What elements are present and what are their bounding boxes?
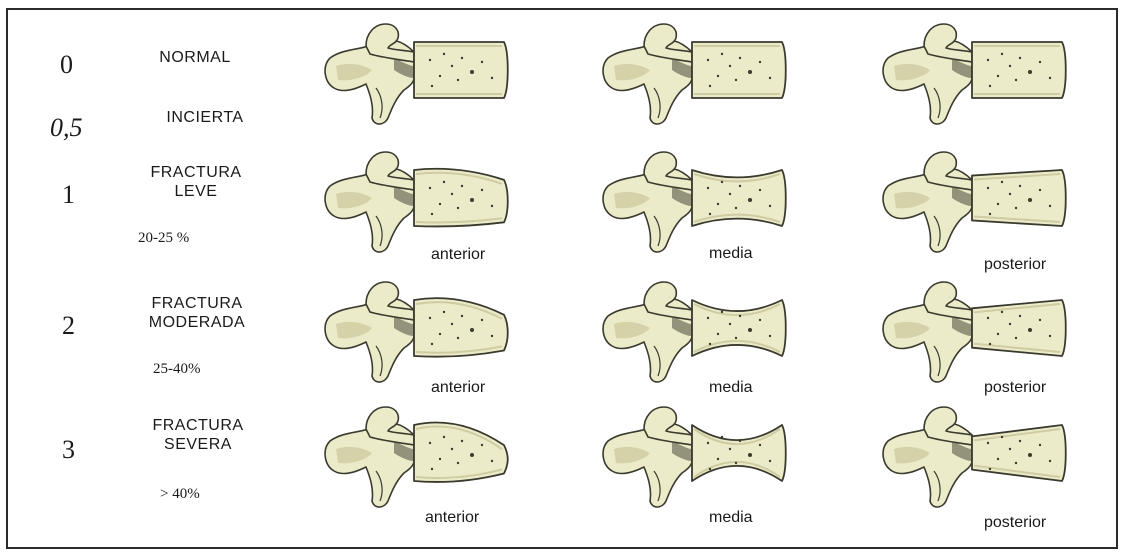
percent-severa: > 40% [160, 486, 200, 503]
position-label-posterior: posterior [984, 256, 1046, 274]
percent-leve: 20-25 % [138, 230, 189, 247]
position-label-media: media [709, 509, 753, 527]
grade-0-5: 0,5 [50, 115, 83, 141]
label-line: SEVERA [134, 435, 262, 454]
label-normal: NORMAL [140, 48, 250, 67]
vertebra-leve-posterior [880, 150, 1070, 260]
label-fractura-severa: FRACTURA SEVERA [134, 416, 262, 454]
vertebra-moderada-anterior [322, 280, 512, 390]
position-label-posterior: posterior [984, 379, 1046, 397]
vertebra-leve-media [600, 150, 790, 260]
vertebra-severa-posterior [880, 405, 1070, 515]
label-line: FRACTURA [128, 294, 266, 313]
label-fractura-leve: FRACTURA LEVE [132, 163, 260, 201]
vertebra-moderada-media [600, 280, 790, 390]
vertebra-severa-anterior [322, 405, 512, 515]
label-line: FRACTURA [132, 163, 260, 182]
position-label-media: media [709, 245, 753, 263]
percent-moderada: 25-40% [153, 361, 201, 378]
label-fractura-moderada: FRACTURA MODERADA [128, 294, 266, 332]
grade-2: 2 [62, 313, 75, 339]
position-label-media: media [709, 379, 753, 397]
position-label-anterior: anterior [425, 509, 479, 527]
grade-0: 0 [60, 52, 73, 78]
label-line: FRACTURA [134, 416, 262, 435]
vertebra-leve-anterior [322, 150, 512, 260]
vertebra-normal-2 [600, 22, 790, 132]
label-incierta: INCIERTA [150, 108, 260, 127]
vertebra-normal-1 [322, 22, 512, 132]
position-label-anterior: anterior [431, 246, 485, 264]
vertebra-severa-media [600, 405, 790, 515]
position-label-posterior: posterior [984, 514, 1046, 532]
position-label-anterior: anterior [431, 379, 485, 397]
label-line: LEVE [132, 182, 260, 201]
grade-3: 3 [62, 437, 75, 463]
label-line: MODERADA [128, 313, 266, 332]
vertebra-normal-3 [880, 22, 1070, 132]
grade-1: 1 [62, 182, 75, 208]
vertebra-moderada-posterior [880, 280, 1070, 390]
